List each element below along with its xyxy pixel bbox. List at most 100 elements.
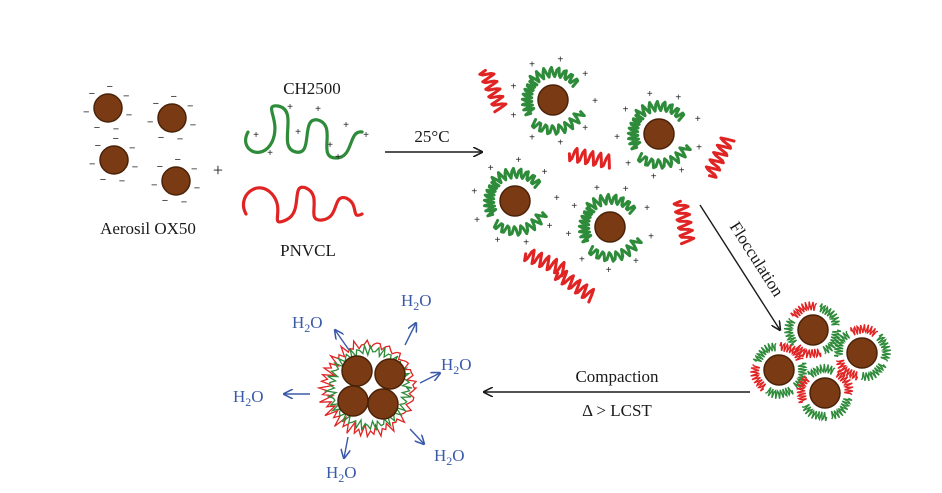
silica-particle xyxy=(846,337,878,369)
water-label: H2O xyxy=(401,291,432,313)
thermo-polymer-shell xyxy=(316,338,418,439)
charge-sign: − xyxy=(112,133,118,145)
charge-sign: − xyxy=(100,174,106,186)
cationic-polymer-chain xyxy=(801,403,828,422)
charge-sign: − xyxy=(181,196,187,208)
charge-sign: − xyxy=(89,158,95,170)
water-arrow xyxy=(335,330,350,351)
charge-sign: + xyxy=(267,148,273,159)
thermo-polymer-chain xyxy=(478,68,508,114)
charge-sign: + xyxy=(315,104,321,115)
silica-particle xyxy=(374,358,406,390)
charge-sign: + xyxy=(644,203,650,214)
silica-particle xyxy=(763,354,795,386)
cationic-polymer-chain xyxy=(492,211,548,237)
charge-sign: + xyxy=(511,110,517,121)
thermo-polymer-chain xyxy=(835,369,854,396)
water-label: H2O xyxy=(441,355,472,377)
charge-sign: + xyxy=(542,167,548,178)
charge-sign: + xyxy=(679,165,685,176)
cationic-polymer-chain xyxy=(636,144,692,170)
charge-sign: + xyxy=(529,132,535,143)
silica-particle xyxy=(161,166,191,196)
water-arrow xyxy=(409,428,424,444)
charge-sign: + xyxy=(571,201,577,212)
charge-sign: − xyxy=(126,110,132,122)
temperature-label: 25°C xyxy=(414,127,449,146)
cationic-polymer-chain xyxy=(577,206,596,244)
compacted-cluster xyxy=(316,338,418,439)
coated-particles: ++++++++++++++++++++++++++++++++++++ xyxy=(471,55,736,304)
charge-sign: − xyxy=(123,91,129,103)
cationic-polymer-chain xyxy=(807,363,836,378)
flocculated-cluster xyxy=(750,301,892,422)
cationic-chain-charges: +++++++++ xyxy=(253,102,369,163)
cationic-polymer-chain xyxy=(819,303,840,326)
charge-sign: + xyxy=(295,127,301,138)
charge-sign: + xyxy=(675,93,681,104)
charge-sign: + xyxy=(582,123,588,134)
charge-sign: + xyxy=(335,152,341,163)
charge-sign: − xyxy=(129,143,135,155)
cationic-polymer-chain xyxy=(244,104,364,160)
charge-sign: − xyxy=(113,123,119,135)
charge-sign: + xyxy=(582,69,588,80)
thermo-polymer-chain xyxy=(523,248,566,278)
charge-sign: + xyxy=(523,237,529,248)
charge-sign: + xyxy=(592,96,598,107)
silica-particle xyxy=(499,185,531,217)
charge-sign: − xyxy=(95,140,101,152)
silica-particle xyxy=(341,355,373,387)
charge-sign: − xyxy=(106,81,112,93)
charge-sign: + xyxy=(343,120,349,131)
charge-sign: + xyxy=(648,232,654,243)
charge-sign: − xyxy=(153,98,159,110)
charge-sign: + xyxy=(363,130,369,141)
thermo-polymer-chain xyxy=(850,324,879,338)
cationic-polymer-chain xyxy=(876,333,892,362)
charge-sign: + xyxy=(695,114,701,125)
thermo-polymer-chain xyxy=(835,359,859,381)
cationic-polymer-chain xyxy=(833,330,851,358)
thermo-polymer-chain xyxy=(790,301,818,319)
charge-sign: + xyxy=(614,132,620,143)
charge-sign: + xyxy=(474,215,480,226)
cationic-polymer-chain xyxy=(528,65,580,88)
charge-sign: − xyxy=(94,122,100,134)
cationic-polymer-chain xyxy=(860,363,887,382)
water-arrow xyxy=(419,373,440,384)
charge-sign: + xyxy=(623,184,629,195)
cationic-polymer-chain xyxy=(530,110,586,136)
charge-sign: − xyxy=(147,116,153,128)
cationic-polymer-chain xyxy=(634,99,686,122)
silica-particle xyxy=(367,388,399,420)
cationic-polymer-chain xyxy=(626,113,645,151)
silica-label: Aerosil OX50 xyxy=(100,219,196,238)
silica-particle xyxy=(157,103,187,133)
charge-sign: + xyxy=(495,235,501,246)
cationic-polymer-chain xyxy=(587,237,643,263)
charge-sign: + xyxy=(287,102,293,113)
cationic-polymer-chain xyxy=(490,166,542,189)
charge-sign: − xyxy=(151,179,157,191)
condition-label: Δ > LCST xyxy=(582,401,652,420)
thermo-polymer-chain xyxy=(242,185,364,224)
silica-particle xyxy=(93,93,123,123)
charge-sign: + xyxy=(515,155,521,166)
thermo-polymer-chain xyxy=(750,363,767,392)
charge-sign: + xyxy=(696,142,702,153)
charge-sign: − xyxy=(162,195,168,207)
charge-sign: + xyxy=(547,221,553,232)
cationic-polymer-chain xyxy=(830,397,853,420)
thermo-polymer-chain xyxy=(553,269,596,304)
water-label: H2O xyxy=(233,387,264,409)
charge-sign: − xyxy=(170,91,176,103)
charge-sign: − xyxy=(89,88,95,100)
charge-sign: − xyxy=(191,164,197,176)
silica-particle xyxy=(99,145,129,175)
charge-sign: + xyxy=(511,82,517,93)
cationic-polymer-chain xyxy=(752,342,777,363)
